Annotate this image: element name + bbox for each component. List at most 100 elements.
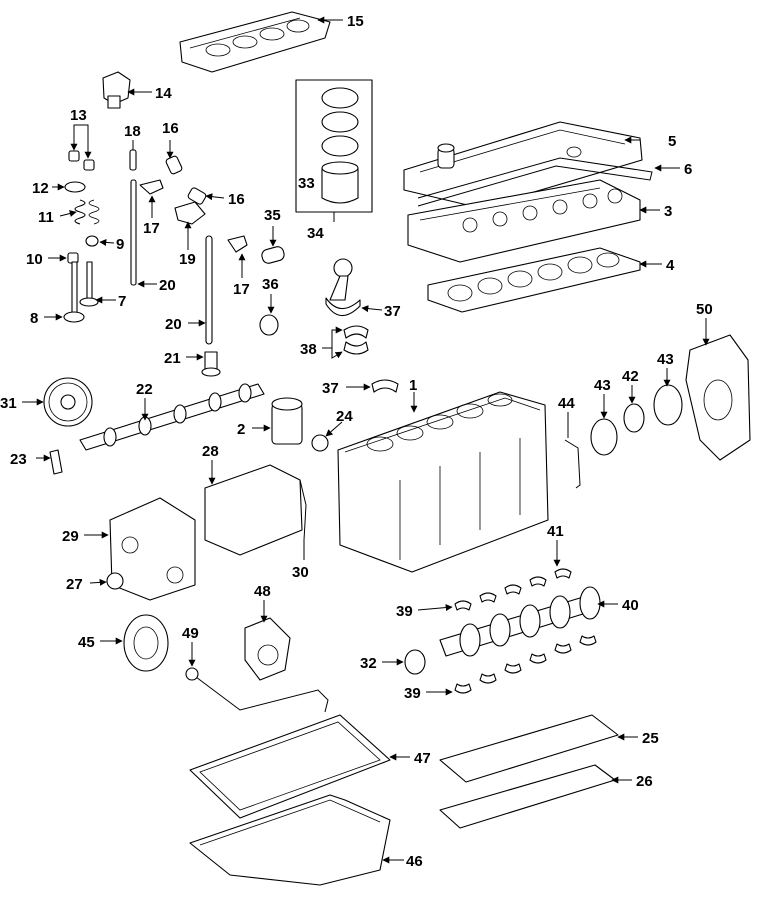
callout-31: 31 bbox=[0, 395, 17, 412]
callout-27: 27 bbox=[66, 576, 83, 593]
bushing-part bbox=[259, 314, 279, 336]
o-ring-part bbox=[311, 434, 329, 452]
valve-spring-part bbox=[74, 199, 100, 225]
valves-part bbox=[63, 261, 99, 323]
callout-35: 35 bbox=[264, 207, 281, 224]
callout-46: 46 bbox=[406, 853, 423, 870]
crank-gear-part bbox=[404, 649, 426, 675]
main-bearings-part bbox=[454, 568, 597, 694]
callout-12: 12 bbox=[32, 180, 49, 197]
callout-14: 14 bbox=[155, 85, 172, 102]
rocker-arm-part bbox=[227, 235, 248, 253]
callout-44: 44 bbox=[558, 395, 575, 412]
pin-part bbox=[165, 155, 183, 175]
callout-11: 11 bbox=[38, 209, 54, 226]
callout-20: 20 bbox=[159, 277, 176, 294]
callout-labels: 15 14 13 18 16 12 16 11 17 19 35 10 9 17… bbox=[0, 13, 713, 870]
callout-29: 29 bbox=[62, 528, 79, 545]
oil-cooler-part bbox=[204, 464, 303, 556]
damper-part bbox=[123, 614, 169, 672]
seal-part bbox=[85, 235, 99, 247]
callout-15: 15 bbox=[347, 13, 364, 30]
callout-24: 24 bbox=[336, 408, 353, 425]
seal-retainer-part bbox=[590, 418, 618, 456]
piston-kit-part bbox=[295, 79, 373, 213]
callout-20: 20 bbox=[165, 316, 182, 333]
callout-33: 33 bbox=[298, 175, 315, 192]
callout-17: 17 bbox=[143, 220, 160, 237]
crankshaft-part bbox=[439, 586, 601, 657]
oil-pan-gasket-part bbox=[189, 714, 391, 819]
callout-6: 6 bbox=[684, 161, 692, 178]
callout-17: 17 bbox=[233, 281, 250, 298]
callout-49: 49 bbox=[182, 625, 199, 642]
callout-10: 10 bbox=[26, 251, 43, 268]
callout-37: 37 bbox=[322, 380, 339, 397]
callout-5: 5 bbox=[668, 133, 676, 150]
seal-retainer-part bbox=[653, 384, 683, 426]
oil-filter-part bbox=[271, 397, 303, 445]
cylinder-head-part bbox=[407, 179, 641, 263]
callout-39: 39 bbox=[404, 685, 421, 702]
callout-4: 4 bbox=[666, 257, 675, 274]
seal-ring-part bbox=[106, 572, 124, 590]
front-cover-part bbox=[685, 334, 751, 461]
pushrod-long-part bbox=[130, 179, 137, 286]
callout-30: 30 bbox=[292, 564, 309, 581]
callout-37: 37 bbox=[384, 303, 401, 320]
callout-36: 36 bbox=[262, 276, 279, 293]
leader-lines bbox=[22, 16, 710, 864]
pushrod-part bbox=[129, 149, 137, 171]
callout-22: 22 bbox=[136, 381, 153, 398]
oil-pump-part bbox=[244, 617, 291, 681]
rod-bearing-part bbox=[371, 379, 399, 393]
callout-43: 43 bbox=[594, 377, 611, 394]
thrust-plate-part bbox=[49, 449, 63, 475]
callout-42: 42 bbox=[622, 368, 639, 385]
callout-3: 3 bbox=[664, 203, 672, 220]
gasket-part bbox=[564, 439, 581, 489]
callout-39: 39 bbox=[396, 603, 413, 620]
head-gasket-part bbox=[427, 247, 641, 313]
callout-7: 7 bbox=[118, 293, 126, 310]
oil-pan-part bbox=[189, 794, 391, 886]
front-seal-part bbox=[623, 403, 645, 433]
engine-block-part bbox=[337, 391, 549, 573]
callout-41: 41 bbox=[547, 523, 564, 540]
oil-tube-part bbox=[191, 673, 329, 713]
valve-cover-part bbox=[403, 121, 643, 209]
callout-38: 38 bbox=[300, 341, 317, 358]
callout-19: 19 bbox=[179, 251, 196, 268]
callout-2: 2 bbox=[237, 421, 245, 438]
wrist-pin-part bbox=[261, 246, 285, 264]
callout-32: 32 bbox=[360, 655, 377, 672]
callout-40: 40 bbox=[622, 597, 639, 614]
intake-cover-part bbox=[179, 11, 331, 73]
lifter-part bbox=[201, 351, 221, 377]
callout-1: 1 bbox=[409, 377, 417, 394]
rod-bearing-part bbox=[343, 341, 369, 355]
sensor-part bbox=[102, 71, 131, 109]
cooler-gasket-part bbox=[299, 479, 307, 541]
callout-16: 16 bbox=[228, 191, 245, 208]
pushrod-long-part bbox=[205, 235, 213, 345]
callout-26: 26 bbox=[636, 773, 653, 790]
callout-45: 45 bbox=[78, 634, 95, 651]
callout-13: 13 bbox=[70, 107, 87, 124]
callout-23: 23 bbox=[10, 451, 27, 468]
callout-21: 21 bbox=[164, 350, 181, 367]
callout-25: 25 bbox=[642, 730, 659, 747]
camshaft-gear-part bbox=[43, 377, 93, 427]
callout-34: 34 bbox=[307, 225, 324, 242]
callout-16: 16 bbox=[162, 120, 179, 137]
callout-9: 9 bbox=[116, 236, 124, 253]
cover-gasket-part bbox=[417, 157, 653, 207]
rod-bearing-part bbox=[343, 325, 369, 339]
rocker-arm-part bbox=[139, 179, 164, 195]
callout-50: 50 bbox=[696, 301, 713, 318]
connecting-rod-part bbox=[325, 258, 361, 317]
retainer-part bbox=[64, 181, 86, 193]
pin-part bbox=[187, 187, 207, 205]
rocker-pedestal-part bbox=[174, 201, 206, 225]
